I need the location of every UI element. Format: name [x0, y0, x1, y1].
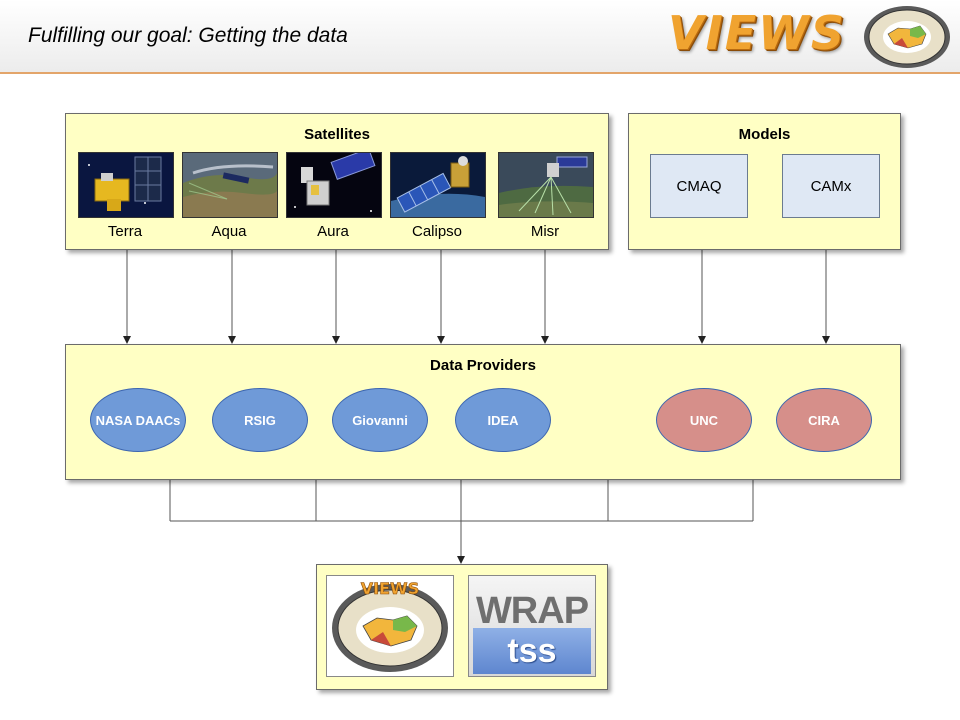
calipso-satellite-image	[390, 152, 486, 218]
misr-satellite-image	[498, 152, 594, 218]
models-title: Models	[738, 126, 791, 143]
data-providers-title: Data Providers	[430, 357, 536, 374]
satellite-label-aqua: Aqua	[211, 223, 247, 240]
views-seal-text: VIEWS	[361, 579, 419, 598]
tss-logo-box: tss	[473, 628, 591, 674]
views-seal-large-icon: VIEWS	[332, 579, 448, 672]
aqua-satellite-image	[182, 152, 278, 218]
wrap-logo-text: WRAP	[475, 590, 589, 632]
views-logo: VIEWS	[668, 6, 847, 60]
views-seal-icon	[864, 6, 950, 68]
satellite-label-misr: Misr	[530, 223, 560, 240]
provider-idea: IDEA	[455, 388, 551, 452]
provider-unc: UNC	[656, 388, 752, 452]
data-providers-panel: Data Providers NASA DAACs RSIG Giovanni …	[65, 344, 901, 480]
satellites-panel: Satellites Terra Aqua	[65, 113, 609, 250]
models-panel: Models CMAQ CAMx	[628, 113, 901, 250]
views-logo-tile: VIEWS	[326, 575, 454, 677]
model-box-cmaq: CMAQ	[650, 154, 748, 218]
satellite-label-aura: Aura	[317, 223, 349, 240]
wrap-tss-logo-tile: WRAP tss	[468, 575, 596, 677]
slide-header: Fulfilling our goal: Getting the data VI…	[0, 0, 960, 74]
provider-nasa-daacs: NASA DAACs	[90, 388, 186, 452]
provider-rsig: RSIG	[212, 388, 308, 452]
satellites-title: Satellites	[304, 126, 370, 143]
aura-satellite-image	[286, 152, 382, 218]
provider-giovanni: Giovanni	[332, 388, 428, 452]
satellite-label-terra: Terra	[107, 223, 143, 240]
terra-satellite-image	[78, 152, 174, 218]
provider-cira: CIRA	[776, 388, 872, 452]
satellite-label-calipso: Calipso	[411, 223, 463, 240]
tss-logo-text: tss	[507, 631, 557, 670]
page-title: Fulfilling our goal: Getting the data	[28, 24, 348, 47]
model-box-camx: CAMx	[782, 154, 880, 218]
